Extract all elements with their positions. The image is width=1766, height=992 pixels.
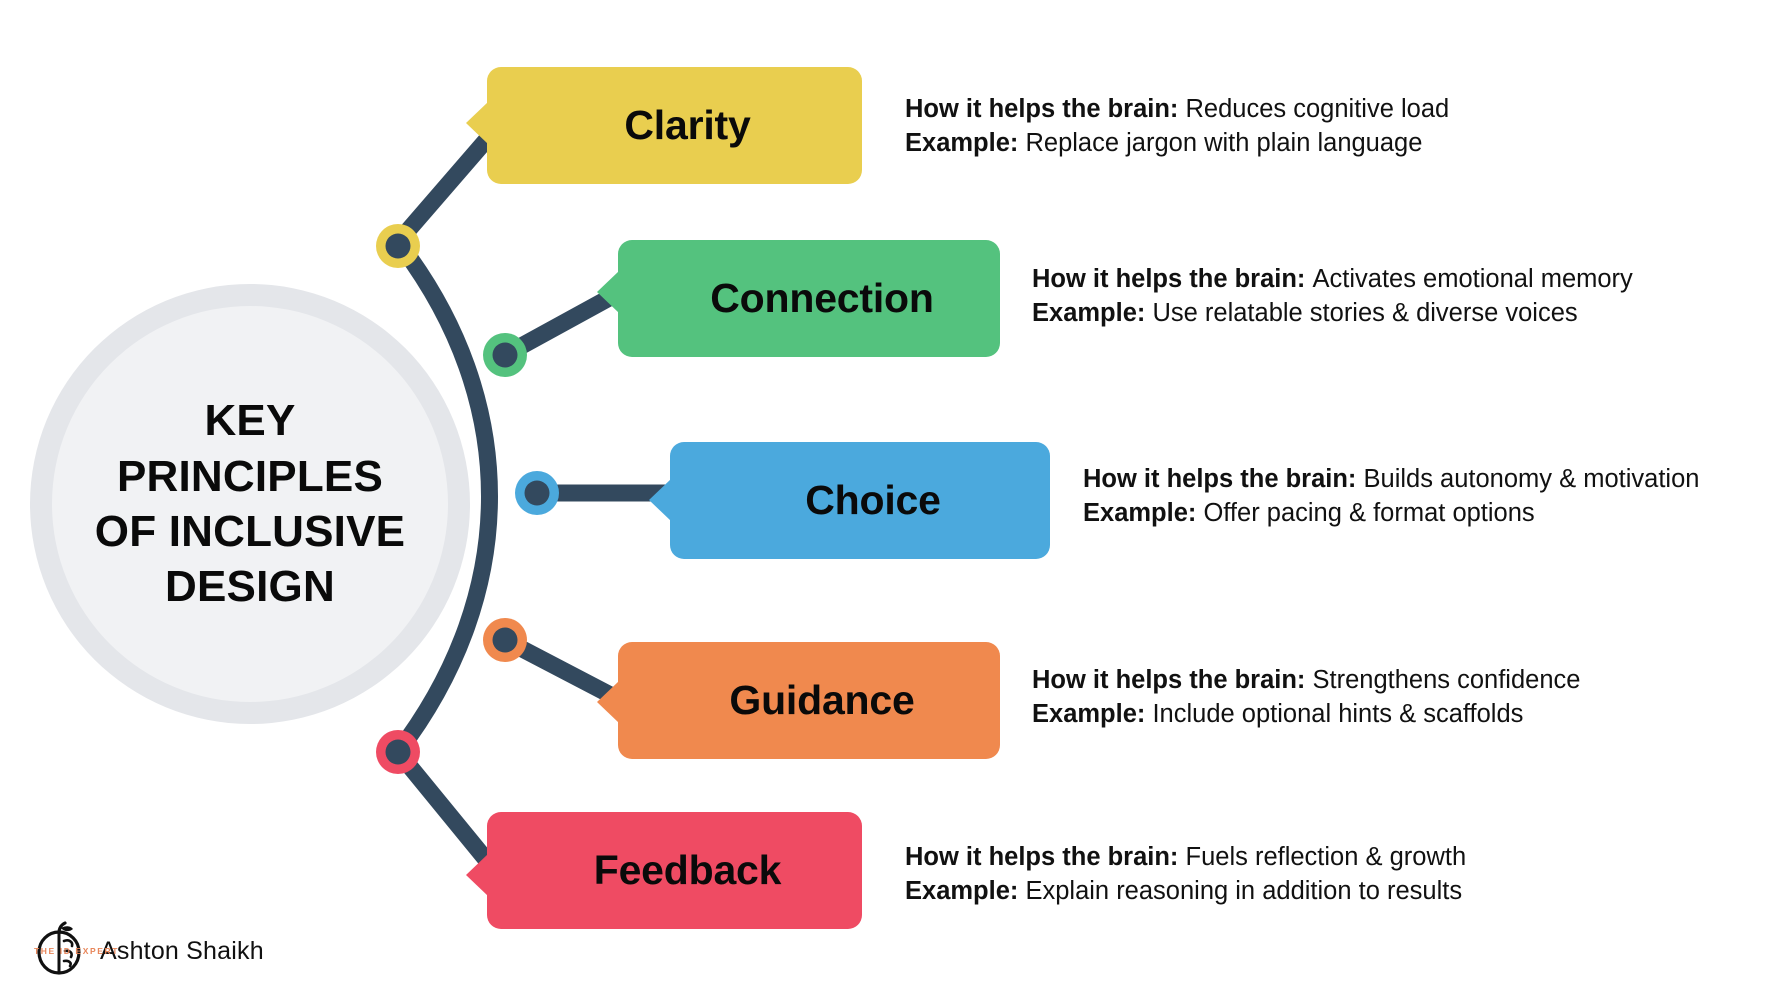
apple-brain-icon: THE ID EXPERT — [28, 920, 117, 982]
card-guidance[interactable]: Guidance — [597, 642, 1000, 759]
example-row: Example: Explain reasoning in addition t… — [905, 874, 1466, 908]
card-clarity[interactable]: Clarity — [466, 67, 862, 184]
brain-value: Reduces cognitive load — [1185, 95, 1450, 123]
example-value: Explain reasoning in addition to results — [1025, 877, 1463, 906]
card-label-feedback: Feedback — [593, 847, 782, 893]
card-label-guidance: Guidance — [729, 677, 915, 723]
card-notch-icon — [597, 271, 619, 313]
description-choice: How it helps the brain: Builds autonomy … — [1083, 462, 1699, 531]
example-row: Example: Replace jargon with plain langu… — [905, 126, 1449, 160]
card-feedback[interactable]: Feedback — [466, 812, 862, 929]
brain-label: How it helps the brain: — [1032, 666, 1313, 694]
card-notch-icon — [466, 854, 488, 896]
example-label: Example: — [1032, 700, 1153, 729]
brain-label: How it helps the brain: — [1032, 265, 1313, 293]
brain-row: How it helps the brain: Strengthens conf… — [1032, 663, 1580, 697]
description-connection: How it helps the brain: Activates emotio… — [1032, 262, 1633, 331]
card-notch-icon — [597, 681, 619, 723]
brain-value: Strengthens confidence — [1312, 666, 1581, 694]
brain-label: How it helps the brain: — [905, 95, 1186, 123]
card-notch-icon — [466, 102, 488, 144]
description-clarity: How it helps the brain: Reduces cognitiv… — [905, 92, 1449, 161]
brain-row: How it helps the brain: Builds autonomy … — [1083, 462, 1699, 496]
branch-feedback — [389, 743, 497, 871]
example-value: Include optional hints & scaffolds — [1152, 700, 1524, 729]
example-row: Example: Offer pacing & format options — [1083, 496, 1699, 530]
hub-circle: KEY PRINCIPLES OF INCLUSIVE DESIGN — [52, 306, 448, 702]
brand-tagline: THE ID EXPERT — [34, 946, 120, 956]
brain-label: How it helps the brain: — [905, 843, 1186, 871]
card-connection[interactable]: Connection — [597, 240, 1000, 357]
example-row: Example: Include optional hints & scaffo… — [1032, 697, 1580, 731]
brand-name: Ashton Shaikh — [100, 936, 264, 965]
card-notch-icon — [649, 479, 671, 521]
branch-clarity — [389, 129, 497, 251]
example-label: Example: — [1032, 299, 1153, 328]
card-label-clarity: Clarity — [624, 102, 751, 148]
brain-row: How it helps the brain: Reduces cognitiv… — [905, 92, 1449, 126]
example-label: Example: — [1083, 499, 1204, 528]
card-label-connection: Connection — [710, 275, 934, 321]
example-label: Example: — [905, 877, 1026, 906]
brain-row: How it helps the brain: Activates emotio… — [1032, 262, 1633, 296]
node-connection[interactable] — [483, 333, 527, 377]
brand-footer: THE ID EXPERT Ashton Shaikh — [28, 920, 264, 982]
example-row: Example: Use relatable stories & diverse… — [1032, 296, 1633, 330]
card-choice[interactable]: Choice — [649, 442, 1050, 559]
example-value: Offer pacing & format options — [1203, 499, 1535, 528]
brain-value: Activates emotional memory — [1312, 265, 1633, 293]
brain-value: Builds autonomy & motivation — [1363, 465, 1700, 493]
node-guidance[interactable] — [483, 618, 527, 662]
card-label-choice: Choice — [805, 477, 941, 523]
example-value: Replace jargon with plain language — [1025, 129, 1423, 158]
description-feedback: How it helps the brain: Fuels reflection… — [905, 840, 1466, 909]
page-title: KEY PRINCIPLES OF INCLUSIVE DESIGN — [94, 396, 406, 612]
brain-row: How it helps the brain: Fuels reflection… — [905, 840, 1466, 874]
brain-value: Fuels reflection & growth — [1185, 843, 1467, 871]
example-label: Example: — [905, 129, 1026, 158]
example-value: Use relatable stories & diverse voices — [1152, 299, 1578, 328]
node-feedback[interactable] — [376, 730, 420, 774]
description-guidance: How it helps the brain: Strengthens conf… — [1032, 663, 1580, 732]
node-choice[interactable] — [515, 471, 559, 515]
node-clarity[interactable] — [376, 224, 420, 268]
brain-label: How it helps the brain: — [1083, 465, 1364, 493]
